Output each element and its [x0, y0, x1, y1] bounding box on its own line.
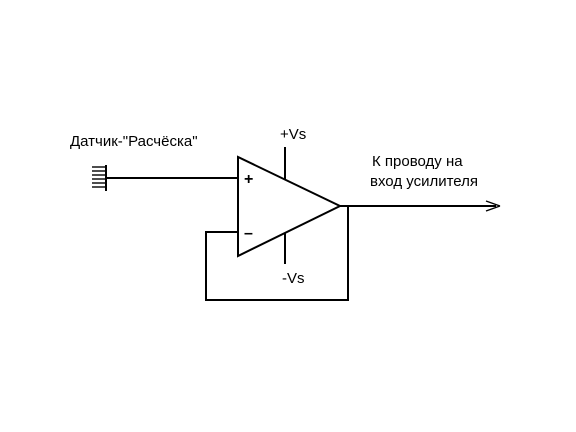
- positive-supply-label: +Vs: [280, 126, 306, 143]
- sensor-label: Датчик-"Расчёска": [70, 133, 198, 150]
- plus-input-sign: +: [244, 171, 253, 188]
- output-label-line1: К проводу на: [372, 153, 463, 170]
- op-amp-triangle: [237, 155, 343, 258]
- minus-input-sign: –: [244, 225, 253, 242]
- output-arrow-icon: [485, 200, 501, 212]
- negative-supply-label: -Vs: [282, 270, 305, 287]
- output-label-line2: вход усилителя: [370, 173, 478, 190]
- feedback-loop-wire: [205, 206, 349, 301]
- comb-sensor-icon: [92, 165, 107, 191]
